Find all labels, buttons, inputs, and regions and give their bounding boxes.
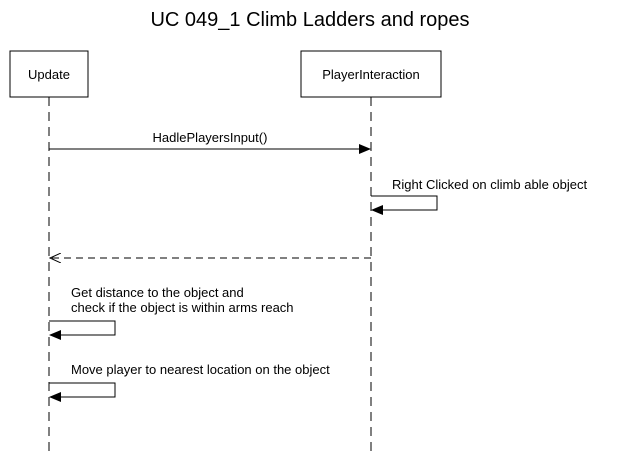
participant-label-update: Update — [28, 67, 70, 82]
message-label-move-player: Move player to nearest location on the o… — [71, 362, 330, 377]
participant-box-update — [9, 50, 89, 98]
participant-player-interaction: PlayerInteraction — [300, 50, 442, 455]
participant-update: Update — [9, 50, 89, 455]
message-handle-players-input: HadlePlayersInput() — [49, 130, 371, 154]
participant-label-player-interaction: PlayerInteraction — [322, 67, 420, 82]
diagram-title: UC 049_1 Climb Ladders and ropes — [150, 9, 469, 31]
message-label-get-distance-line1: Get distance to the object and — [71, 285, 244, 300]
message-get-distance: Get distance to the object and check if … — [49, 285, 294, 340]
message-label-right-clicked: Right Clicked on climb able object — [392, 177, 587, 192]
message-label-handle-players-input: HadlePlayersInput() — [153, 130, 268, 145]
message-arrow-get-distance — [49, 320, 116, 340]
message-arrow-right-clicked — [371, 195, 438, 215]
message-arrow-move-player — [49, 382, 116, 402]
participant-box-player-interaction — [300, 50, 442, 98]
message-move-player: Move player to nearest location on the o… — [49, 362, 330, 402]
message-label-get-distance-line2: check if the object is within arms reach — [71, 300, 294, 315]
message-right-clicked: Right Clicked on climb able object — [371, 177, 587, 215]
